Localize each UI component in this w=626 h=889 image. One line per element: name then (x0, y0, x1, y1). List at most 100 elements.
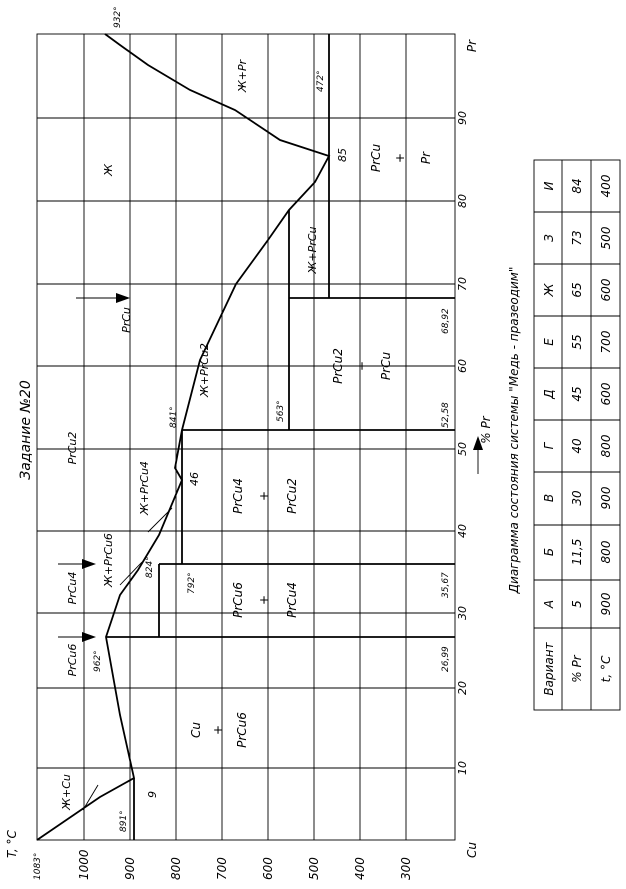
table-variant: Д (542, 389, 556, 399)
compound-markers (58, 293, 483, 642)
phase-boundaries (106, 34, 455, 840)
table-temperature: 500 (599, 226, 613, 249)
compound-label-prcu: PrCu (120, 307, 133, 333)
region-l-prcu: Ж+PrCu (306, 227, 319, 275)
region-prcu6-prcu4-a: PrCu6 (231, 582, 245, 618)
table-pr-percent: 73 (570, 230, 584, 245)
region-prcu-pr-a: PrCu (369, 144, 383, 173)
diagram-frame (36, 33, 456, 841)
task-title: Задание №20 (18, 380, 34, 480)
compound-label-prcu6: PrCu6 (66, 644, 79, 677)
temp-tick: 400 (353, 857, 367, 880)
temp-note-962: 962° (93, 650, 103, 672)
temp-note-563: 563° (276, 400, 286, 422)
region-prcu6-prcu4-c: PrCu4 (285, 582, 299, 618)
table-pr-percent: 84 (570, 178, 584, 193)
temp-note-472: 472° (316, 70, 326, 92)
table-pr-percent: 45 (570, 386, 584, 401)
region-l-prcu4: Ж+PrCu4 (138, 461, 151, 516)
table-temperature: 400 (599, 174, 613, 197)
liquidus-curve (36, 33, 331, 841)
comp-tick: 30 (456, 606, 469, 620)
comp-tick: 40 (456, 524, 469, 538)
temp-tick: 1083° (33, 853, 43, 880)
region-l-prcu6: Ж+PrCu6 (102, 533, 115, 588)
right-element-label: Pr (465, 39, 479, 52)
region-l-pr: Ж+Pr (236, 58, 249, 93)
diagram-caption: Диаграмма состояния системы "Медь - праз… (507, 267, 521, 595)
comp-note-6892: 68,92 (441, 308, 451, 334)
region-prcu4-prcu2-b: + (257, 491, 271, 501)
table-variant: В (542, 494, 556, 502)
table-temperature: 800 (599, 434, 613, 457)
comp-tick: 90 (456, 111, 469, 125)
temp-note-792: 792° (187, 572, 197, 594)
comp-note-85: 85 (336, 148, 349, 162)
table-pr-percent: 5 (570, 600, 584, 608)
comp-tick: 50 (456, 442, 469, 456)
table-temperature: 600 (599, 278, 613, 301)
region-prcu6-prcu4-b: + (257, 595, 271, 605)
comp-axis-label: % Pr (479, 415, 493, 443)
table-variant: Е (542, 338, 556, 346)
table-variant: З (542, 234, 556, 242)
table-temperature: 800 (599, 540, 613, 563)
comp-tick: 10 (456, 761, 469, 775)
region-liquid: Ж (102, 163, 115, 177)
temp-note-932: 932° (113, 6, 123, 28)
table-row-label: % Pr (570, 654, 584, 682)
region-prcu2-prcu-a: PrCu2 (331, 348, 345, 384)
compound-label-prcu4: PrCu4 (66, 572, 79, 605)
table-pr-percent: 55 (570, 334, 584, 349)
table-pr-percent: 40 (570, 438, 584, 454)
table-temperature: 600 (599, 382, 613, 405)
table-row-label: Вариант (542, 641, 556, 695)
region-prcu-pr-b: + (393, 153, 407, 163)
temp-note-891: 891° (119, 810, 129, 832)
comp-note-5258: 52,58 (441, 402, 451, 428)
table-temperature: 900 (599, 486, 613, 509)
table-variant: И (542, 181, 556, 190)
region-l-cu: Ж+Cu (60, 774, 73, 811)
table-variant: Ж (542, 282, 556, 297)
temp-tick: 600 (261, 857, 275, 880)
temp-tick: 300 (399, 857, 413, 880)
temp-note-824: 824° (145, 556, 155, 578)
left-element-label: Cu (465, 842, 479, 858)
comp-tick: 70 (456, 277, 469, 291)
comp-note-2699: 26,99 (441, 646, 451, 672)
table-row-label: t, °C (599, 655, 613, 682)
region-cu-prcu6-b: + (211, 725, 225, 735)
table-temperature: 900 (599, 592, 613, 615)
comp-tick: 60 (456, 359, 469, 373)
comp-tick: 20 (456, 681, 469, 695)
temp-tick: 700 (215, 857, 229, 880)
region-prcu4-prcu2-c: PrCu2 (285, 478, 299, 514)
temperature-gridlines (83, 34, 407, 840)
temp-tick: 900 (123, 857, 137, 880)
table-pr-percent: 11,5 (570, 539, 584, 566)
temp-tick: 500 (307, 857, 321, 880)
table-temperature: 700 (599, 330, 613, 353)
region-cu-prcu6-a: Cu (189, 722, 203, 738)
region-prcu2-prcu-c: PrCu (379, 352, 393, 381)
temp-axis-label: T, °C (5, 829, 19, 858)
comp-note-46: 46 (188, 472, 201, 486)
variants-table: Вариант % Pr t, °C А Б В Г Д Е Ж З И К 5… (533, 159, 621, 711)
table-variant: А (542, 600, 556, 609)
temp-tick: 800 (169, 857, 183, 880)
table-variant: Г (542, 441, 556, 449)
table-pr-percent: 30 (570, 490, 584, 506)
region-prcu-pr-c: Pr (419, 151, 433, 164)
region-cu-prcu6-c: PrCu6 (235, 712, 249, 748)
comp-note-3567: 35,67 (441, 572, 451, 598)
region-prcu2-prcu-b: + (355, 361, 369, 371)
table-pr-percent: 65 (570, 282, 584, 297)
temp-tick: 1000 (77, 849, 91, 880)
region-prcu4-prcu2-a: PrCu4 (231, 478, 245, 514)
temp-note-841: 841° (169, 406, 179, 428)
comp-tick: 80 (456, 194, 469, 208)
comp-note-9: 9 (146, 791, 159, 798)
table-variant: Б (542, 548, 556, 556)
